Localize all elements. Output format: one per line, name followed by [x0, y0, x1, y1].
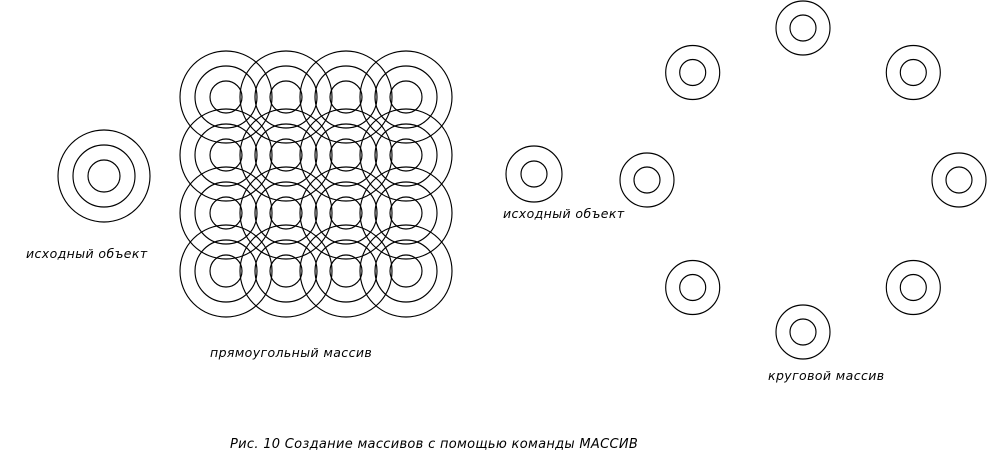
rect-array-item-r2-c2 [239, 108, 333, 202]
polar-array-item-3 [931, 152, 987, 208]
rect-array-item-r1-c3 [299, 50, 393, 144]
rect-array-item-r1-c1 [179, 50, 273, 144]
polar-array-item-8 [665, 44, 721, 101]
polar-source-object [505, 145, 563, 203]
polar-array-item-5 [775, 304, 831, 360]
polar-array-item-7 [619, 152, 675, 208]
rect-array-item-r1-c4 [359, 50, 453, 144]
rect-array-item-r3-c4 [359, 166, 453, 260]
polar-source-label: исходный объект [503, 206, 625, 221]
polar-array-label: круговой массив [768, 368, 885, 383]
rect-array-item-r2-c4 [359, 108, 453, 202]
rectangular-array [179, 50, 453, 318]
polar-array [619, 0, 987, 360]
rect-source-label: исходный объект [26, 246, 148, 261]
rect-array-item-r2-c3 [299, 108, 393, 202]
polar-array-item-2 [885, 44, 941, 101]
rect-array-item-r4-c1 [179, 224, 273, 318]
rect-array-item-r2-c1 [179, 108, 273, 202]
polar-array-item-6 [665, 259, 721, 316]
rect-array-item-r3-c3 [299, 166, 393, 260]
rect-array-item-r4-c2 [239, 224, 333, 318]
rect-array-item-r1-c2 [239, 50, 333, 144]
rect-array-label: прямоугольный массив [210, 345, 372, 360]
rect-array-item-r3-c1 [179, 166, 273, 260]
rect-array-item-r3-c2 [239, 166, 333, 260]
rect-array-item-r4-c3 [299, 224, 393, 318]
polar-array-item-4 [885, 259, 941, 316]
polar-array-item-1 [775, 0, 831, 56]
figure-caption: Рис. 10 Создание массивов с помощью кома… [230, 437, 638, 452]
rect-source-object [57, 129, 151, 223]
rect-array-item-r4-c4 [359, 224, 453, 318]
